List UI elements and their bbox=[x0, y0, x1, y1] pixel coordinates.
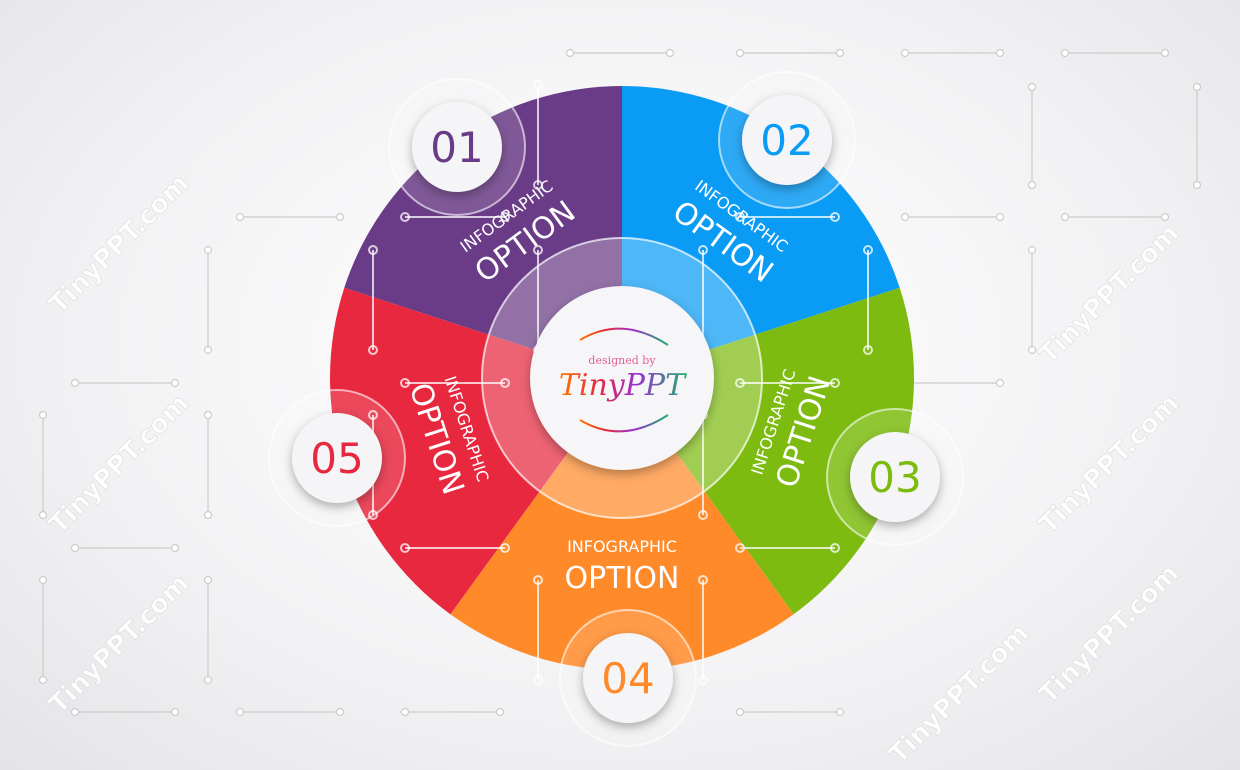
badge-number: 01 bbox=[430, 123, 483, 172]
watermark-text: TinyPPT.com bbox=[44, 569, 195, 720]
badge-04: 04 bbox=[559, 609, 697, 747]
number-badges: 01 02 03 04 05 bbox=[268, 71, 964, 747]
circuit-background bbox=[38, 48, 1202, 717]
watermark-text: TinyPPT.com bbox=[1034, 559, 1185, 710]
watermark-text: TinyPPT.com bbox=[44, 169, 195, 320]
label-subtitle: OPTION bbox=[565, 561, 680, 596]
badge-number: 02 bbox=[760, 116, 813, 165]
badge-02: 02 bbox=[718, 71, 856, 209]
center-logo: designed by TinyPPT bbox=[530, 286, 714, 470]
watermark-text: TinyPPT.com bbox=[1034, 219, 1185, 370]
badge-05: 05 bbox=[268, 389, 406, 527]
segment-04 bbox=[450, 378, 794, 671]
label-title: INFOGRAPHIC bbox=[567, 537, 677, 556]
badge-number: 04 bbox=[601, 654, 654, 703]
segment-label-04: INFOGRAPHIC OPTION bbox=[565, 537, 680, 596]
badge-number: 03 bbox=[868, 453, 921, 502]
badge-number: 05 bbox=[310, 434, 363, 483]
watermark-text: TinyPPT.com bbox=[1034, 389, 1185, 540]
badge-01: 01 bbox=[388, 78, 526, 216]
logo-tinyppt: TinyPPT bbox=[559, 368, 687, 403]
logo-designed-by: designed by bbox=[588, 354, 656, 367]
watermark-text: TinyPPT.com bbox=[884, 619, 1035, 770]
segment-01 bbox=[344, 86, 622, 378]
watermark-text: TinyPPT.com bbox=[44, 389, 195, 540]
badge-03: 03 bbox=[826, 408, 964, 546]
segment-02 bbox=[622, 86, 900, 378]
